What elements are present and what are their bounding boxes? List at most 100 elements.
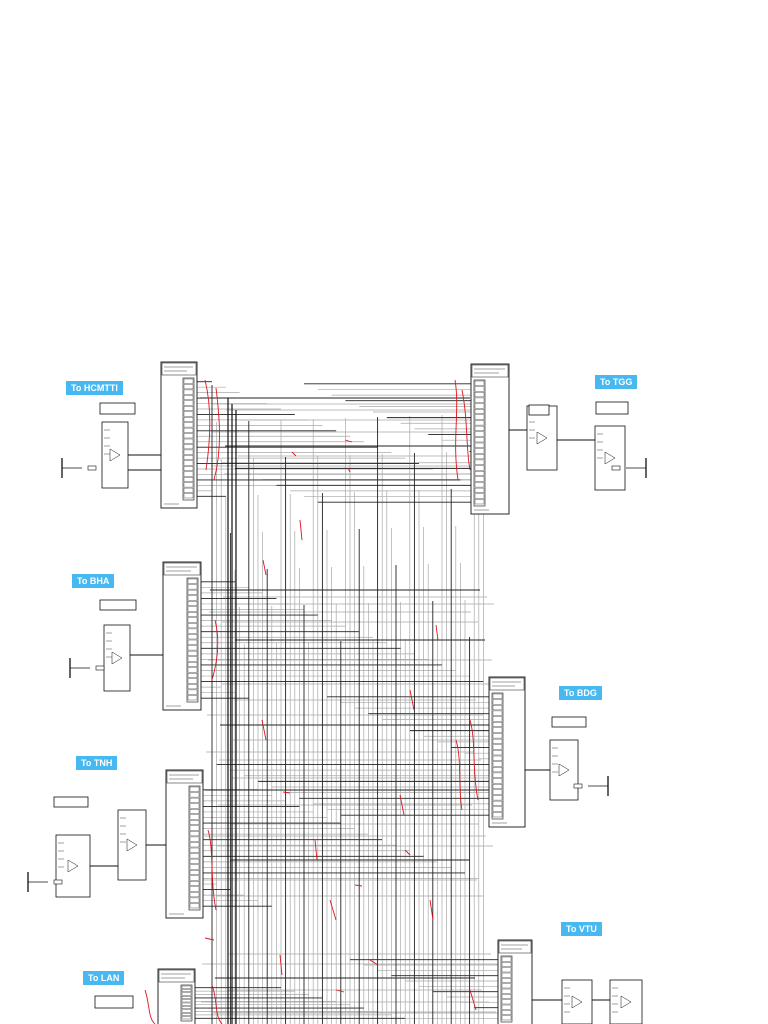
equipment-unit — [117, 809, 147, 881]
equipment-unit — [103, 624, 131, 692]
site-label-bha: To BHA — [72, 574, 115, 588]
annotation-mark — [409, 689, 415, 711]
frame-header — [158, 969, 195, 983]
port-slot — [187, 645, 198, 651]
equipment-unit — [549, 739, 579, 801]
port-slot — [474, 459, 485, 465]
port-slot — [187, 584, 198, 590]
port-slot — [492, 800, 503, 806]
port-slot — [492, 772, 503, 778]
annotation-mark — [144, 989, 156, 1024]
port-slot — [183, 395, 194, 400]
port-slot — [492, 761, 503, 767]
amplifier-symbol — [67, 859, 79, 873]
port-slot — [501, 983, 512, 989]
port-slot — [501, 956, 512, 962]
port-slot — [492, 784, 503, 789]
port-slot — [492, 727, 503, 733]
port-slot — [474, 482, 485, 488]
site-label-bdg: To BDG — [559, 686, 602, 700]
frame-header — [489, 677, 525, 691]
annotation-mark — [262, 559, 267, 576]
port-slot — [181, 992, 192, 996]
port-slot — [187, 612, 198, 617]
port-slot — [187, 578, 198, 584]
port-slot — [183, 427, 194, 433]
port-slot — [183, 378, 194, 384]
annotation-mark — [344, 439, 353, 443]
connector — [53, 879, 63, 885]
amplifier-symbol — [604, 451, 616, 465]
port-slot — [474, 487, 485, 493]
equipment-frames — [27, 361, 647, 1024]
frame-header — [471, 364, 509, 378]
port-slot — [189, 864, 200, 870]
amplifier-symbol — [536, 431, 548, 445]
annotation-mark — [207, 829, 217, 911]
port-slot — [187, 650, 198, 656]
port-slot — [189, 892, 200, 898]
port-slot — [189, 809, 200, 814]
equipment-unit — [595, 401, 629, 415]
port-slot — [187, 639, 198, 645]
port-slot — [187, 595, 198, 601]
port-slot — [474, 420, 485, 426]
connector — [95, 665, 105, 671]
annotation-mark — [314, 839, 318, 861]
port-slot — [181, 1002, 192, 1006]
port-slot — [474, 454, 485, 460]
port-slot — [474, 465, 485, 471]
annotation-mark — [211, 619, 219, 681]
port-slot — [183, 455, 194, 460]
port-slot — [189, 836, 200, 842]
equipment-unit — [528, 404, 550, 416]
annotation-mark — [404, 849, 411, 856]
amplifier-symbol — [109, 448, 121, 462]
port-slot — [189, 875, 200, 881]
annotation-mark — [299, 519, 303, 541]
port-slot — [187, 684, 198, 690]
port-slot — [474, 397, 485, 403]
port-slot — [474, 493, 485, 499]
equipment-unit — [551, 716, 587, 728]
port-slot — [492, 812, 503, 818]
port-slot — [183, 384, 194, 390]
annotation-mark — [435, 624, 439, 641]
dark-interconnect-wires — [195, 381, 498, 1024]
port-slot — [501, 988, 512, 994]
port-slot — [181, 989, 192, 992]
annotation-mark — [279, 954, 283, 976]
port-slot — [492, 789, 503, 795]
amplifier-symbol — [620, 995, 632, 1009]
equipment-unit — [561, 979, 593, 1024]
port-slot — [501, 994, 512, 999]
port-slot — [474, 448, 485, 454]
port-slot — [189, 847, 200, 853]
port-slot — [187, 628, 198, 634]
port-slot — [183, 493, 194, 499]
port-slot — [492, 693, 503, 699]
port-slot — [189, 853, 200, 859]
annotation-mark — [211, 984, 223, 1024]
port-slot — [474, 431, 485, 437]
annotation-mark — [329, 899, 337, 921]
connector — [573, 783, 583, 789]
port-slot — [189, 831, 200, 837]
port-slot — [474, 437, 485, 443]
port-slot — [189, 886, 200, 892]
port-slot — [183, 444, 194, 450]
port-slot — [474, 409, 485, 414]
port-slot — [189, 786, 200, 792]
port-slot — [189, 792, 200, 798]
port-slot — [183, 487, 194, 493]
port-slot — [187, 667, 198, 673]
port-slot — [183, 422, 194, 428]
port-slot — [474, 425, 485, 431]
annotation-mark — [369, 959, 379, 966]
port-slot — [189, 858, 200, 864]
port-slot — [492, 733, 503, 739]
port-slot — [189, 797, 200, 803]
port-slot — [189, 825, 200, 831]
port-slot — [501, 1010, 512, 1015]
